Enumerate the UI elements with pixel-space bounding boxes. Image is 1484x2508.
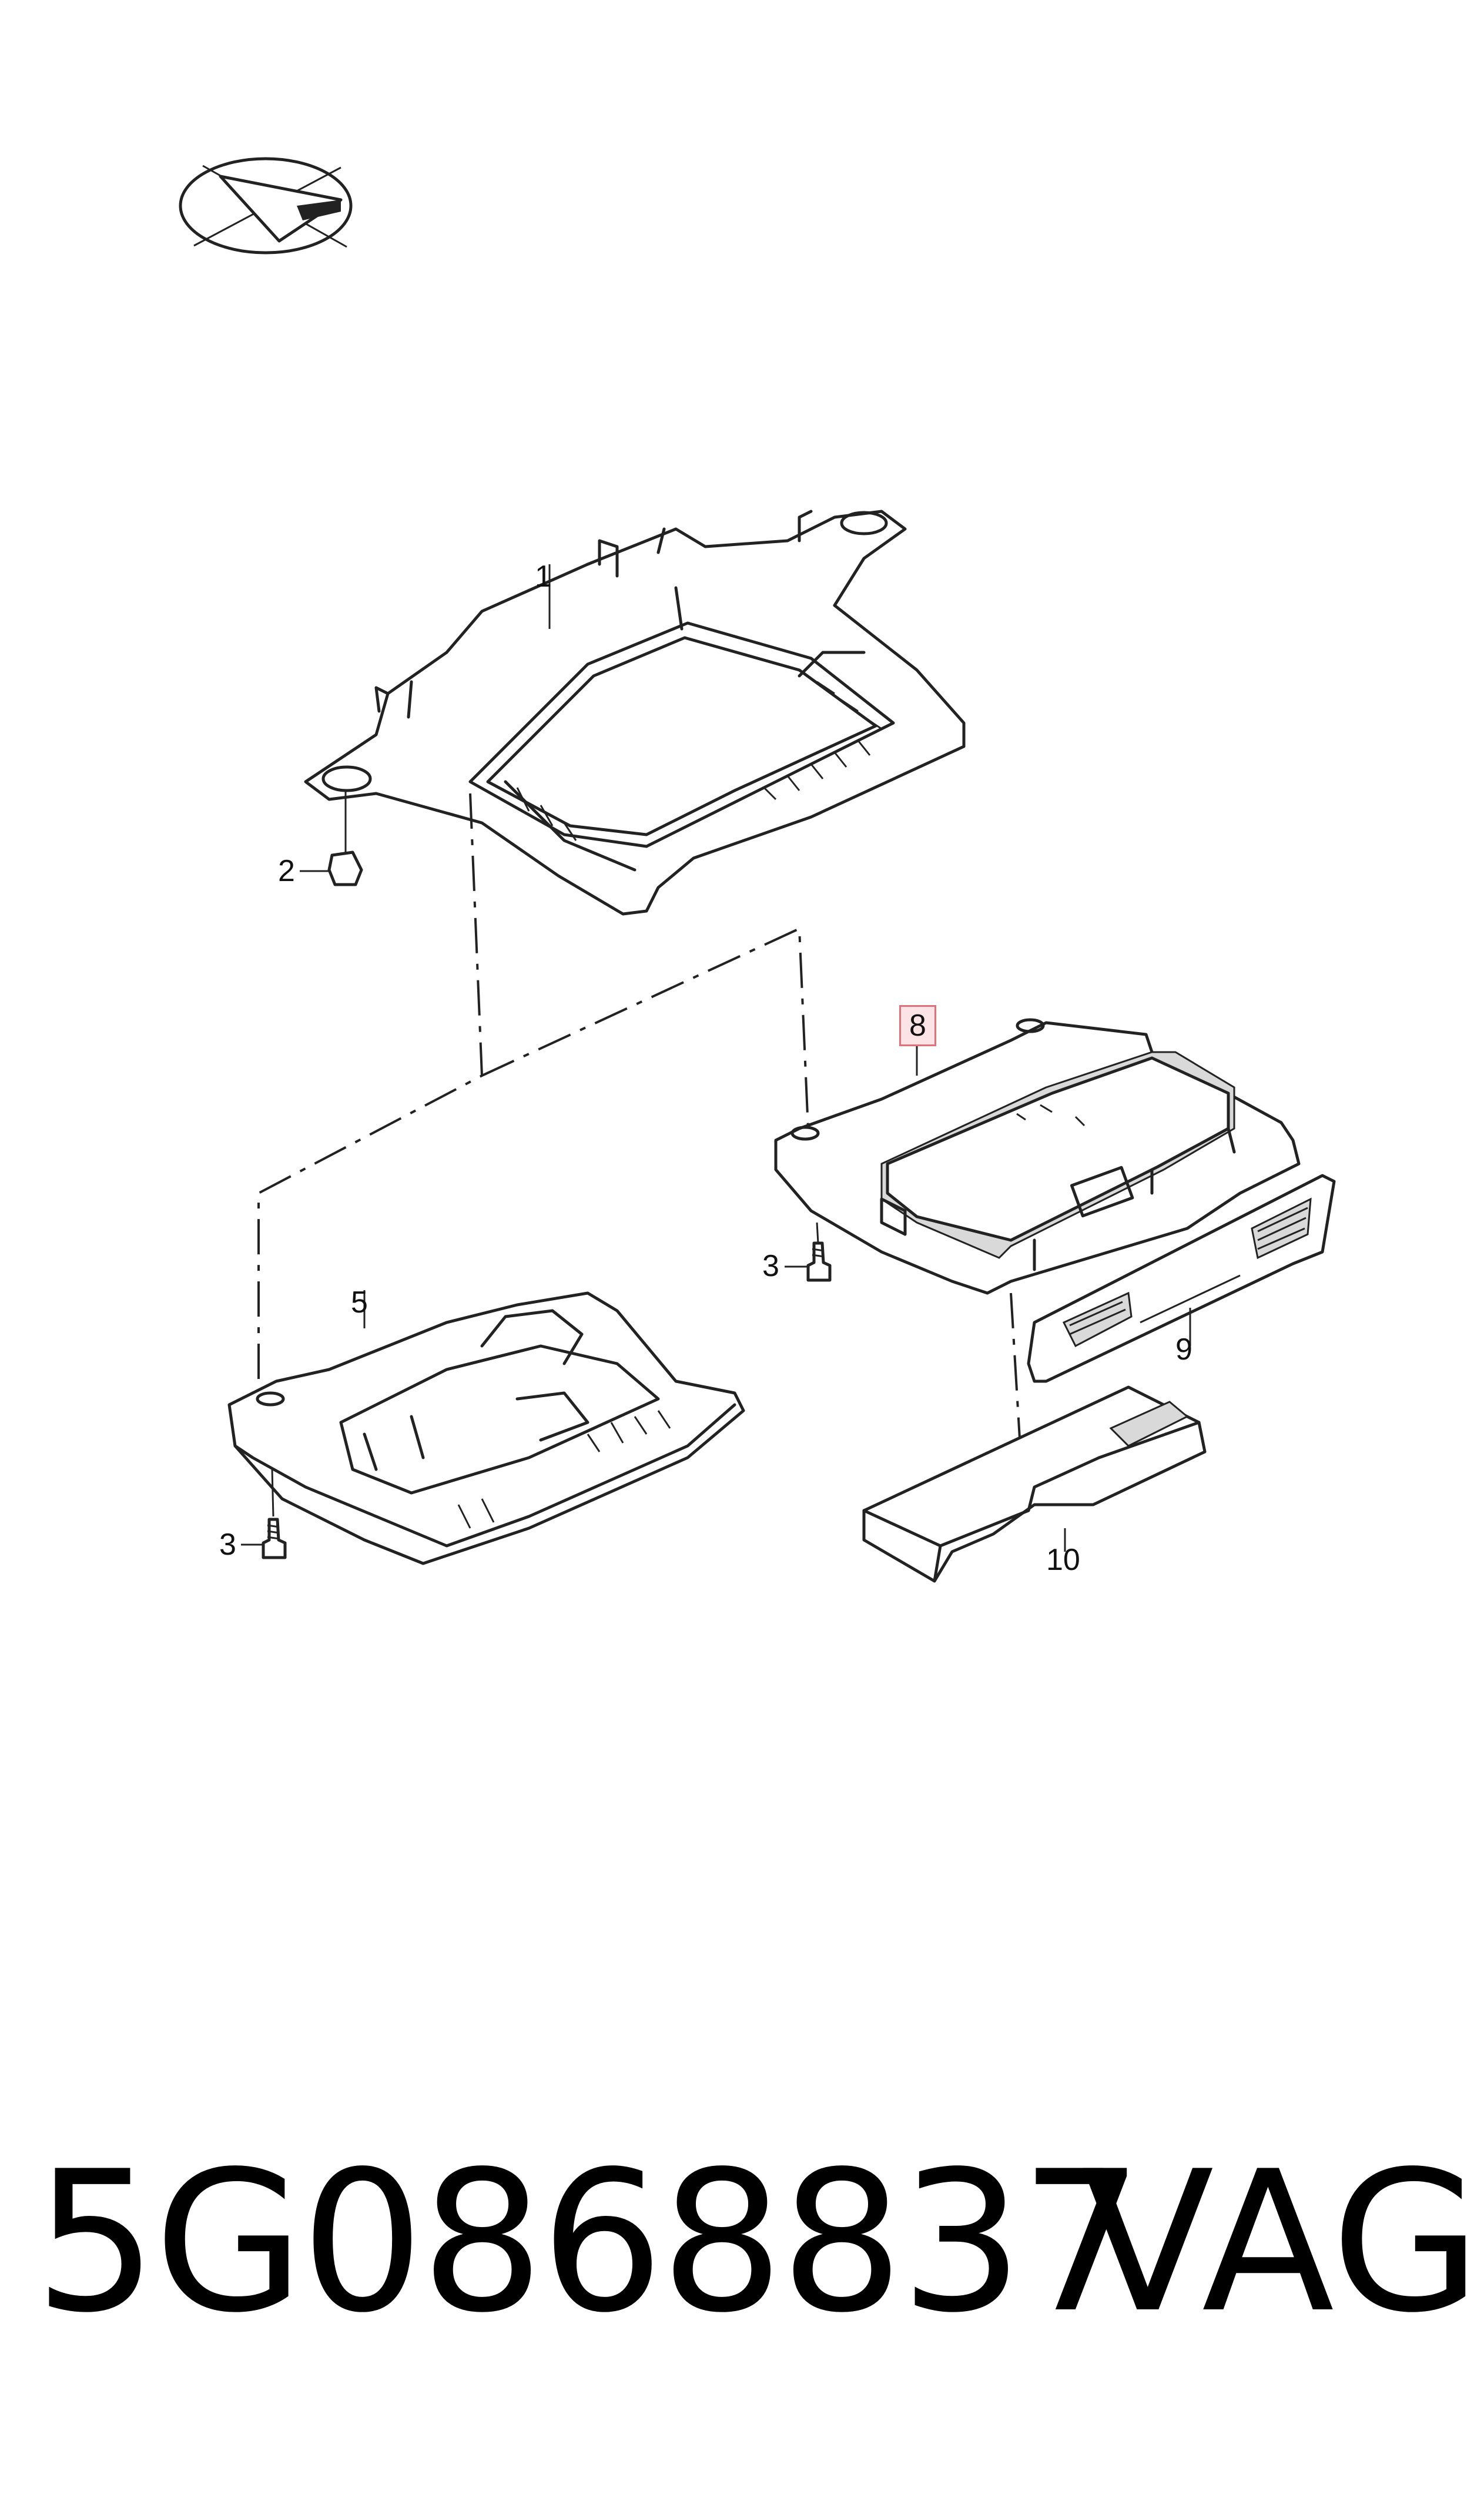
callout-2: 2 [278,854,295,888]
part-9-grille [1027,1174,1336,1383]
part-3-screw-left [241,1469,287,1559]
callout-3-left: 3 [219,1528,236,1562]
part-8-glove-box [774,1018,1301,1295]
part-number: 5G0868837 [34,2129,1143,2355]
orientation-arrow-icon [179,157,353,255]
part-1-frame [304,510,966,916]
brand-label: VAG [1081,2129,1482,2355]
callout-1: 1 [535,560,552,594]
callout-3-right: 3 [762,1249,779,1283]
callout-10: 10 [1046,1543,1080,1577]
part-2-clip [300,791,363,886]
callout-9: 9 [1175,1332,1192,1367]
callout-5: 5 [351,1285,368,1320]
part-3-screw-right [785,1222,832,1282]
part-10-tray [862,1385,1207,1583]
callout-8-highlighted: 8 [899,1005,936,1046]
part-5-housing [227,1290,745,1565]
assembly-lines [257,793,1024,1488]
